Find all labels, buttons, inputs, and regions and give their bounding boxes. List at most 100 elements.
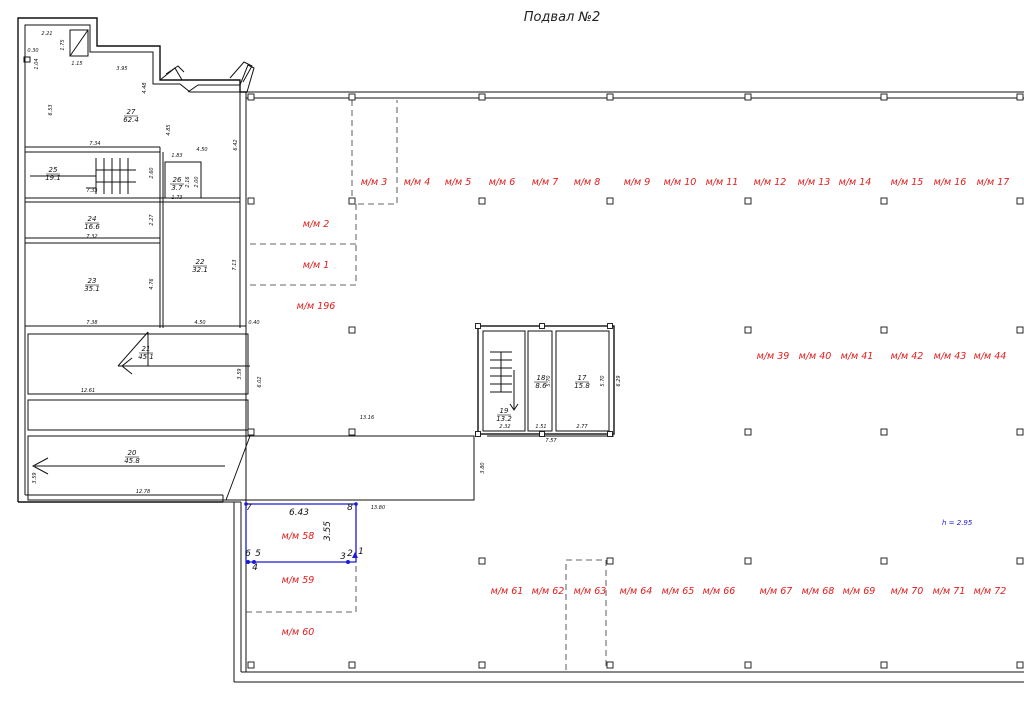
parking-spot-label: м/м 11	[706, 177, 739, 188]
parking-hall-walls	[222, 91, 1024, 683]
dimension-label: 7.34	[89, 141, 100, 147]
parking-spot-label: м/м 42	[891, 351, 924, 362]
parking-spot-label: м/м 8	[574, 177, 601, 188]
column	[1016, 428, 1024, 436]
parking-spot-label: м/м 41	[841, 351, 874, 362]
room-number: 24	[88, 215, 97, 223]
dimension-label: 4.85	[166, 124, 172, 135]
dimension-label: 12.61	[81, 388, 95, 394]
dimension-label: 2.16	[185, 176, 191, 187]
dimension-label: 7.33	[86, 188, 97, 194]
parking-spot-label: м/м 71	[933, 586, 966, 597]
dimension-label: 1.83	[171, 153, 182, 159]
spot-dimension: 3.55	[323, 521, 333, 541]
dimension-label: 12.78	[136, 489, 150, 495]
parking-spot-label: м/м 3	[361, 177, 388, 188]
parking-spot-label: м/м 72	[974, 586, 1007, 597]
parking-spot-label: м/м 58	[282, 531, 315, 542]
room-number: 19	[500, 407, 509, 415]
dimension-label: 1.15	[71, 61, 82, 67]
room-number: 22	[196, 258, 205, 266]
parking-spot-label: м/м 12	[754, 177, 787, 188]
parking-spot-label: м/м 65	[662, 586, 695, 597]
parking-spot-label: м/м 44	[974, 351, 1007, 362]
column	[880, 93, 888, 101]
survey-point-number: 5	[255, 549, 261, 559]
column	[606, 661, 614, 669]
dimension-label: 4.50	[196, 147, 207, 153]
dimension-label: 3.95	[116, 66, 127, 72]
parking-spot-label: м/м 59	[282, 575, 315, 586]
parking-spot-label: м/м 15	[891, 177, 924, 188]
column	[475, 431, 481, 437]
room-number: 25	[49, 166, 58, 174]
column	[606, 557, 614, 565]
column	[478, 661, 486, 669]
parking-spot-label: м/м 63	[574, 586, 607, 597]
room-number: 27	[127, 108, 136, 116]
parking-spot-label: м/м 67	[760, 586, 793, 597]
dimension-label: 1.73	[171, 195, 182, 201]
column	[539, 431, 545, 437]
dimension-label: 4.76	[149, 278, 155, 289]
room-area: 45.8	[124, 457, 140, 465]
room-area: 8.6	[535, 382, 547, 390]
column	[478, 93, 486, 101]
column	[539, 323, 545, 329]
column	[1016, 661, 1024, 669]
parking-spot-label: м/м 14	[839, 177, 872, 188]
measured-spot-58	[244, 502, 358, 564]
column	[880, 428, 888, 436]
room-number: 18	[537, 374, 546, 382]
dimension-label: 6.53	[48, 104, 54, 115]
dimension-label: 5.70	[546, 375, 552, 386]
parking-spot-label: м/м 66	[703, 586, 736, 597]
column	[478, 197, 486, 205]
height-note: h = 2.95	[942, 519, 973, 527]
parking-spot-label: м/м 16	[934, 177, 967, 188]
parking-spot-label: м/м 69	[843, 586, 876, 597]
room-area: 32.1	[192, 266, 208, 274]
parking-spot-label: м/м 68	[802, 586, 835, 597]
parking-spot-label: м/м 7	[532, 177, 559, 188]
spot-dimension: 6.43	[289, 508, 309, 518]
column	[880, 661, 888, 669]
room-area: 19.1	[45, 174, 61, 182]
parking-spot-label: м/м 5	[445, 177, 472, 188]
parking-spot-label: м/м 40	[799, 351, 832, 362]
column	[348, 326, 356, 334]
dimension-label: 2.27	[149, 214, 155, 226]
column	[606, 197, 614, 205]
room-area: 15.8	[574, 382, 590, 390]
parking-spot-label: м/м 17	[977, 177, 1010, 188]
dimension-label: 2.32	[499, 424, 510, 430]
parking-spot-label: м/м 10	[664, 177, 697, 188]
column	[744, 661, 752, 669]
parking-bays	[246, 100, 607, 670]
dimension-label: 7.57	[545, 438, 557, 444]
column	[606, 93, 614, 101]
dimension-label: 5.70	[600, 375, 606, 386]
dimension-label: 6.42	[233, 139, 239, 150]
column	[744, 428, 752, 436]
room-number: 17	[578, 374, 587, 382]
column	[880, 197, 888, 205]
dimension-label: 2.60	[149, 167, 155, 178]
dimension-label: 3.80	[480, 462, 486, 473]
dimension-label: 1.75	[60, 39, 66, 50]
room-number: 21	[142, 345, 151, 353]
parking-spot-label: м/м 13	[798, 177, 831, 188]
survey-point-number: 6	[245, 549, 251, 559]
dimension-label: 1.51	[535, 424, 546, 430]
dimension-label: 2.00	[194, 176, 200, 187]
parking-spot-label: м/м 6	[489, 177, 516, 188]
column	[1016, 557, 1024, 565]
column	[247, 661, 255, 669]
parking-spot-label: м/м 61	[491, 586, 524, 597]
column	[880, 557, 888, 565]
column	[744, 197, 752, 205]
